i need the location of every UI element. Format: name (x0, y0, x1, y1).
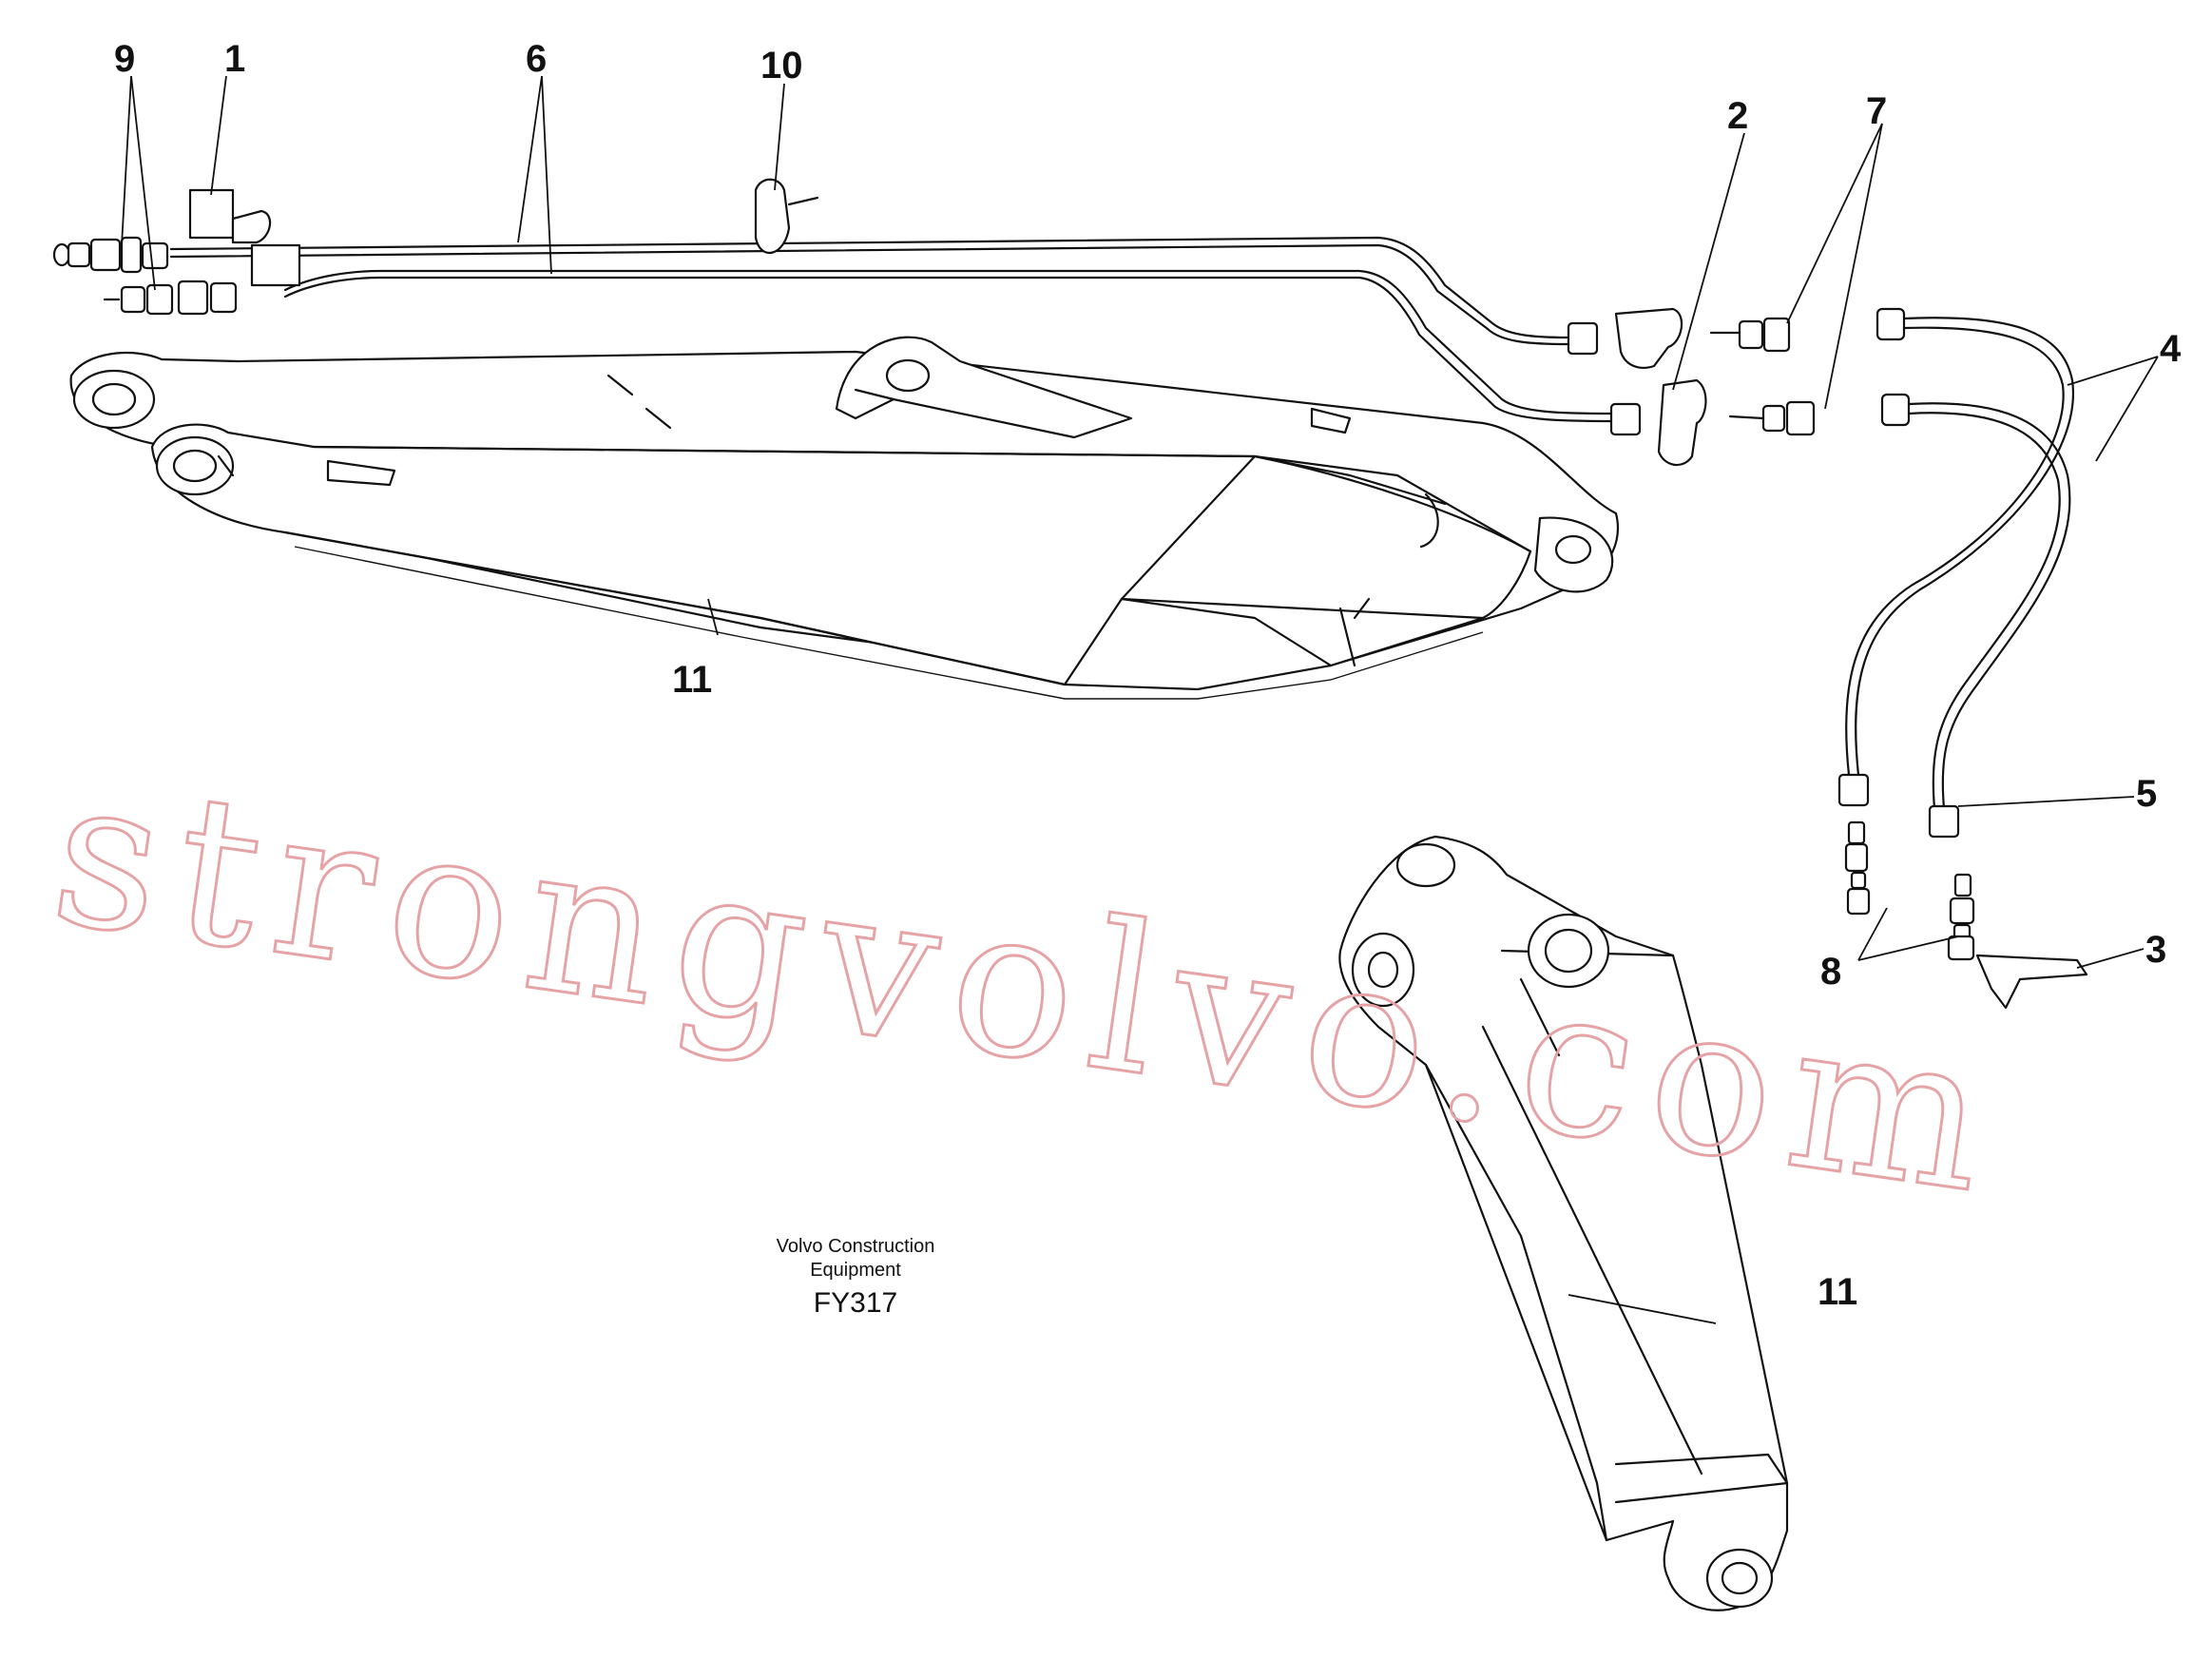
callout-2: 2 (1727, 95, 1748, 137)
bracket-1b (250, 243, 301, 287)
lower-fittings (1844, 820, 2088, 1010)
bracket-2a (1614, 307, 1683, 369)
leader-lines (121, 75, 2159, 1324)
right-fittings (1614, 307, 1911, 467)
bracket-3 (1975, 954, 2088, 1010)
callouts: 1 2 3 4 5 6 7 8 9 10 11 11 (114, 38, 2182, 1313)
callout-8: 8 (1820, 951, 1841, 993)
arm-angled (1338, 835, 1789, 1611)
bracket-1 (188, 188, 235, 240)
callout-5: 5 (2136, 773, 2157, 815)
callout-10: 10 (760, 45, 803, 87)
callout-11-boom: 11 (672, 659, 712, 701)
steel-pipes (169, 236, 1642, 436)
svg-text:strongvolvo.com: strongvolvo.com (40, 731, 2016, 1241)
bracket-2b (1657, 378, 1707, 467)
callout-6: 6 (526, 38, 547, 80)
watermark: strongvolvo.com (39, 729, 2018, 1242)
caption-line-1: Volvo Construction (777, 1236, 935, 1257)
callout-4: 4 (2160, 328, 2182, 370)
callout-11-arm: 11 (1818, 1271, 1857, 1313)
callout-9: 9 (114, 38, 135, 80)
caption-code: FY317 (814, 1287, 897, 1319)
boom-horizontal (69, 336, 1619, 700)
caption-block: Volvo Construction Equipment FY317 (777, 1236, 935, 1319)
callout-1: 1 (224, 38, 245, 80)
left-fittings (52, 188, 301, 316)
caption-line-2: Equipment (810, 1260, 901, 1281)
hoses (1837, 317, 2075, 839)
callout-3: 3 (2145, 929, 2166, 971)
clamp-10 (754, 178, 819, 255)
callout-7: 7 (1866, 90, 1887, 132)
